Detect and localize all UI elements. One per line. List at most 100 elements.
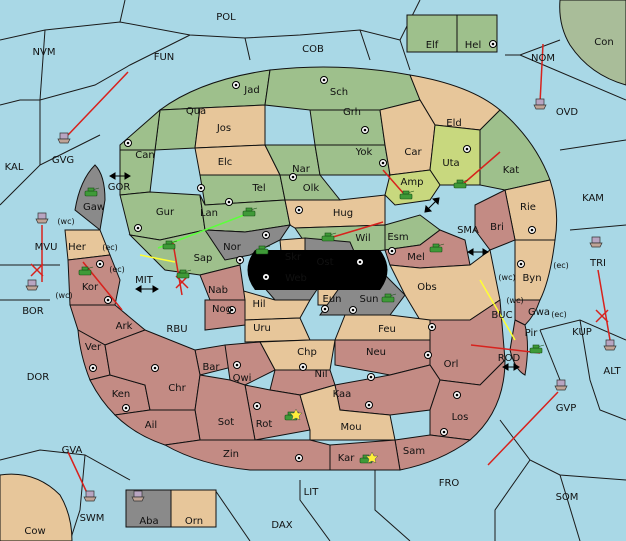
label-web: Web — [285, 273, 307, 284]
label-hug: Hug — [333, 208, 353, 219]
label-pol: POL — [216, 12, 236, 23]
army-icon — [162, 240, 178, 250]
land-con[interactable] — [559, 0, 626, 86]
label-aba: Aba — [139, 516, 158, 527]
label-tel: Tel — [251, 183, 265, 194]
label-fro: FRO — [439, 478, 460, 489]
label-nor: Nor — [223, 242, 242, 253]
continent — [64, 66, 558, 471]
label-mit: MIT — [135, 275, 154, 286]
label-obs: Obs — [417, 282, 436, 293]
label-lit: LIT — [304, 487, 320, 498]
label-ovd: OVD — [556, 107, 579, 118]
sc-kaa — [367, 373, 375, 381]
label-ost: Ost — [316, 257, 333, 268]
sc-ail — [122, 404, 130, 412]
label-elf: Elf — [426, 40, 439, 51]
fleet-icon — [25, 279, 39, 291]
sea-labels: POL NVM FUN COB Con NOM OVD KAL GVG GOR … — [5, 12, 622, 537]
label-uru: Uru — [253, 323, 271, 334]
sc-can — [124, 139, 132, 147]
land-orn[interactable] — [170, 489, 217, 528]
label-alt: ALT — [603, 366, 621, 377]
sc-lan — [225, 198, 233, 206]
coast-byn-wc: (wc) — [498, 273, 515, 282]
label-nom: NOM — [531, 53, 555, 64]
label-nil: Nil — [314, 369, 327, 380]
move-arrow — [462, 151, 501, 185]
sc-sch — [320, 76, 328, 84]
land-yok[interactable] — [314, 144, 391, 176]
label-jad: Jad — [243, 85, 259, 96]
adjacency-arrows — [109, 172, 520, 371]
army-icon — [242, 207, 258, 217]
label-byn: Byn — [522, 273, 541, 284]
sc-orl — [424, 351, 432, 359]
land-pir[interactable] — [509, 319, 528, 376]
label-gaw: Gaw — [83, 202, 105, 213]
sc-rie — [528, 226, 536, 234]
fleet-icon — [554, 379, 568, 391]
sc-sun — [349, 306, 357, 314]
fleet-icon — [533, 98, 547, 110]
label-her: Her — [68, 242, 87, 253]
coast-mvu-wc: (wc) — [57, 217, 74, 226]
land-elf[interactable] — [406, 14, 458, 53]
label-ark: Ark — [116, 321, 133, 332]
land-ail[interactable] — [113, 409, 201, 446]
label-sap: Sap — [194, 253, 213, 264]
fleet-icon — [589, 236, 603, 248]
sc-web — [262, 273, 270, 281]
label-bri: Bri — [490, 222, 504, 233]
land-mou[interactable] — [299, 384, 396, 441]
coast-kor-wc: (wc) — [55, 291, 72, 300]
land-sam[interactable] — [394, 434, 472, 471]
move-arrow — [487, 391, 559, 466]
army-icon — [255, 245, 271, 255]
label-chr: Chr — [168, 383, 186, 394]
fleet-icon — [35, 212, 49, 224]
army-icon — [381, 293, 397, 303]
label-gwa: Gwa — [528, 307, 550, 318]
land-qwi[interactable] — [224, 341, 276, 386]
label-rie: Rie — [520, 202, 536, 213]
land-byn[interactable] — [514, 239, 556, 301]
label-amp: Amp — [401, 177, 424, 188]
label-zin: Zin — [223, 449, 239, 460]
label-rbu: RBU — [166, 324, 187, 335]
sc-grh — [361, 126, 369, 134]
army-icon — [78, 266, 94, 276]
land-cow[interactable] — [0, 473, 73, 541]
land-aba[interactable] — [125, 489, 172, 528]
army-icon — [453, 179, 469, 189]
label-sam: Sam — [403, 446, 425, 457]
label-olk: Olk — [303, 183, 320, 194]
sc-uta — [463, 145, 471, 153]
coast-labels: (wc) (ec) (ec) (wc) (wc) (ec) (wc) (ec) — [55, 217, 568, 319]
label-kaa: Kaa — [333, 389, 352, 400]
land-car[interactable] — [379, 99, 436, 176]
label-skr: Skr — [285, 252, 302, 263]
label-rod: ROD — [498, 353, 521, 364]
label-tri: TRI — [589, 258, 606, 269]
land-kat[interactable] — [479, 109, 551, 191]
support-line-3 — [139, 254, 176, 263]
land-bri[interactable] — [474, 189, 516, 251]
label-hel: Hel — [465, 40, 481, 51]
sc-yok — [379, 159, 387, 167]
fleet-icon — [131, 490, 145, 502]
army-icon — [84, 187, 100, 197]
label-orl: Orl — [444, 359, 459, 370]
label-sma: SMA — [457, 225, 479, 236]
label-dor: DOR — [27, 372, 50, 383]
label-orn: Orn — [185, 516, 203, 527]
label-qua: Qua — [186, 106, 206, 117]
land-zin[interactable] — [163, 439, 331, 471]
label-yok: Yok — [355, 147, 373, 158]
army-icon — [321, 232, 337, 242]
land-gaw[interactable] — [74, 164, 106, 231]
coast-her-ec: (ec) — [102, 243, 118, 252]
sc-zin — [295, 454, 303, 462]
label-sot: Sot — [218, 417, 234, 428]
